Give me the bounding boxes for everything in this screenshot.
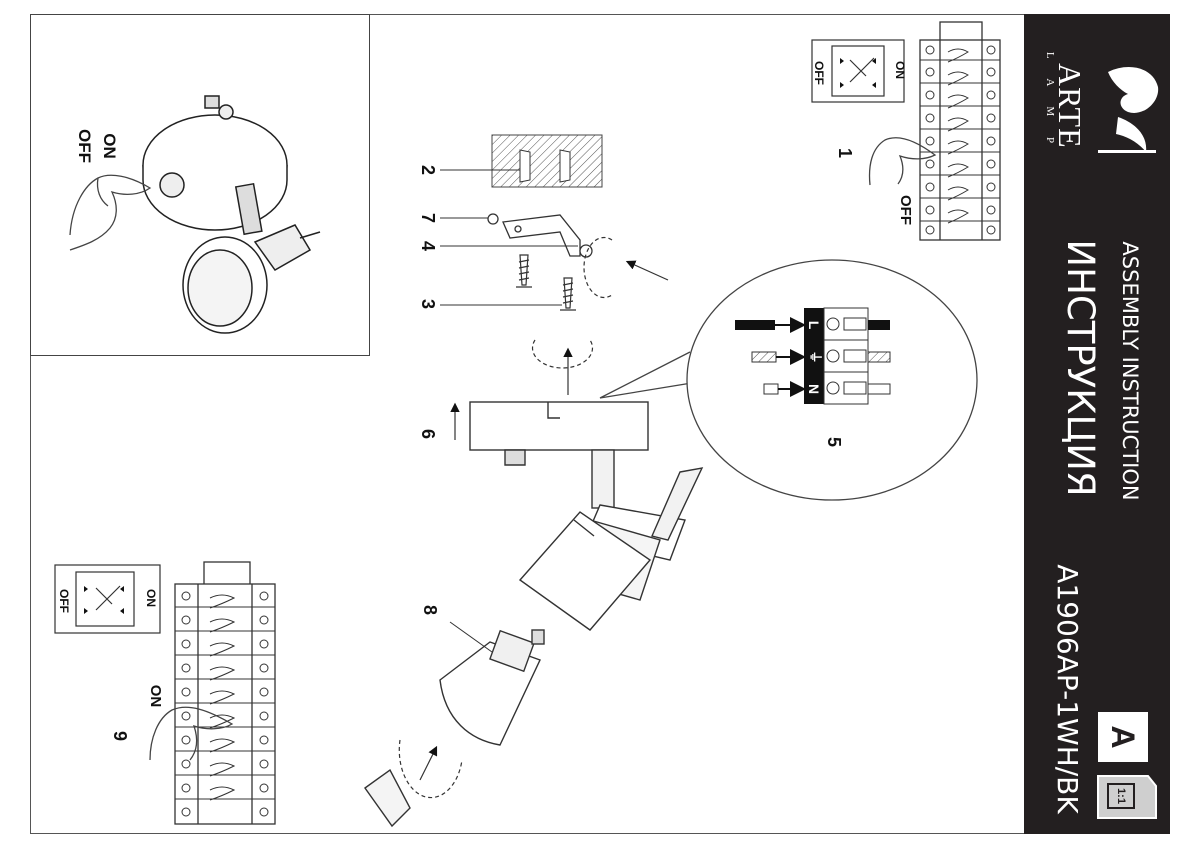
step-number-6: 6 <box>418 428 438 439</box>
rotate-arrow-icon <box>398 236 669 799</box>
svg-text:1:1: 1:1 <box>1115 788 1127 804</box>
mounting-bracket <box>440 213 593 258</box>
step-number-4: 4 <box>418 240 438 251</box>
step-number-8: 8 <box>420 604 440 615</box>
hand-icon <box>149 706 234 761</box>
step-number-7: 7 <box>418 212 438 223</box>
inset-frame <box>30 14 370 356</box>
step-number-2: 2 <box>418 164 438 175</box>
wire-label-earth: ⏚ <box>807 350 822 364</box>
terminal-block-wiring <box>735 307 891 405</box>
wire-label-n: N <box>806 383 822 395</box>
bulb-gu10 <box>364 621 545 828</box>
arte-logo-icon <box>1098 67 1159 153</box>
wire-label-l: L <box>806 320 822 330</box>
screws <box>440 254 576 311</box>
hand-icon <box>69 174 152 251</box>
terminal-rows-1 <box>920 45 1000 235</box>
hand-icon <box>868 137 937 186</box>
switch-off-label-9: OFF <box>57 589 71 613</box>
switch-off-label-1: OFF <box>812 61 826 85</box>
terminal-on-label-9: ON <box>147 684 164 708</box>
step-number-3: 3 <box>418 298 438 309</box>
arte-badge-icon: 1:1 <box>1097 712 1157 819</box>
switch-diagram-1 <box>811 39 905 103</box>
terminal-block-9 <box>174 561 276 825</box>
lamp-shade <box>518 467 704 631</box>
step-number-1: 1 <box>835 147 855 158</box>
switch-on-label-9: ON <box>144 589 158 607</box>
badge-letter: A <box>1105 725 1141 749</box>
switch-diagram-9 <box>54 564 161 634</box>
step-number-5: 5 <box>824 436 844 447</box>
inset-lamp-drawing <box>142 95 321 334</box>
wiring-magnifier <box>599 259 978 501</box>
wall-section <box>440 134 603 188</box>
step-number-9: 9 <box>110 730 130 741</box>
lamp-canopy <box>469 401 649 509</box>
switch-on-label-1: ON <box>893 61 907 79</box>
terminal-off-label-1: OFF <box>897 195 914 225</box>
